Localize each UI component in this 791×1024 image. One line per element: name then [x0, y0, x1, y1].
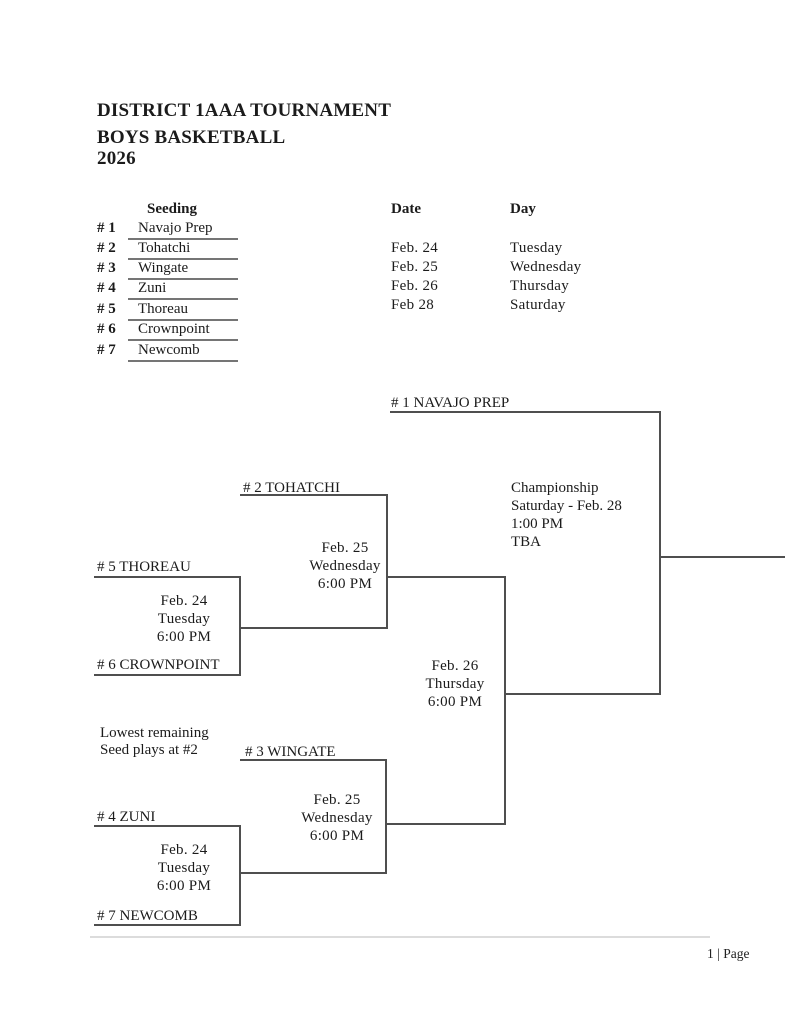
bracket-line-winner-playin-bottom	[240, 872, 387, 874]
bracket-seed2-label: # 2 TOHATCHI	[243, 480, 340, 496]
bracket-line-winner-semifinal	[505, 693, 661, 695]
bracket-connector-qf-top	[386, 494, 388, 629]
bracket-line-crownpoint	[94, 674, 241, 676]
seed-number: # 5	[97, 301, 116, 317]
seed-number: # 4	[97, 280, 116, 296]
seed-number: # 7	[97, 342, 116, 358]
bracket-connector-qf-bottom	[385, 759, 387, 874]
seed-team: Navajo Prep	[138, 220, 213, 236]
seeding-row-underline	[128, 319, 238, 321]
lowest-seed-note: Lowest remaining Seed plays at #2	[100, 725, 209, 759]
bracket-line-winner-playin-top	[240, 627, 388, 629]
championship-venue: TBA	[511, 534, 541, 550]
page-number: 1 | Page	[707, 946, 750, 961]
seed-team: Crownpoint	[138, 321, 210, 337]
bracket-line-newcomb	[94, 924, 241, 926]
seeding-row-underline	[128, 360, 238, 362]
note-line-1: Lowest remaining	[100, 725, 209, 741]
bracket-connector-playin-bottom	[239, 825, 241, 926]
championship-title: Championship	[511, 480, 599, 496]
bracket-line-navajo	[390, 411, 661, 413]
game-info-feb24-top: Feb. 24 Tuesday 6:00 PM	[128, 592, 240, 646]
game-time: 6:00 PM	[156, 629, 212, 645]
seeding-row-underline	[128, 298, 238, 300]
game-info-feb24-bottom: Feb. 24 Tuesday 6:00 PM	[128, 841, 240, 895]
day-column-header: Day	[510, 201, 536, 217]
game-time: 6:00 PM	[317, 576, 373, 592]
bracket-seed4-label: # 4 ZUNI	[97, 809, 156, 825]
game-date: Feb. 24	[160, 593, 208, 609]
seed-team: Zuni	[138, 280, 167, 296]
schedule-date: Feb 28	[391, 297, 435, 313]
schedule-date: Feb. 25	[391, 259, 439, 275]
seeding-row-underline	[128, 278, 238, 280]
schedule-date: Feb. 24	[391, 240, 439, 256]
championship-info: Championship Saturday - Feb. 28 1:00 PM …	[511, 479, 622, 551]
championship-date: Saturday - Feb. 28	[511, 498, 622, 514]
schedule-day: Saturday	[510, 297, 566, 313]
scan-artifact-line	[90, 936, 710, 938]
game-date: Feb. 25	[313, 792, 361, 808]
schedule-day: Wednesday	[510, 259, 582, 275]
bracket-seed6-label: # 6 CROWNPOINT	[97, 657, 220, 673]
seed-team: Newcomb	[138, 342, 200, 358]
seed-number: # 1	[97, 220, 116, 236]
bracket-line-thoreau	[94, 576, 241, 578]
seeding-header: Seeding	[147, 201, 198, 217]
game-day: Tuesday	[157, 860, 211, 876]
bracket-line-winner-qf-bottom	[386, 823, 506, 825]
page-year: 2026	[97, 148, 136, 169]
game-time: 6:00 PM	[309, 828, 365, 844]
bracket-connector-semifinal	[504, 576, 506, 825]
game-time: 6:00 PM	[156, 878, 212, 894]
game-day: Tuesday	[157, 611, 211, 627]
bracket-seed3-label: # 3 WINGATE	[245, 744, 336, 760]
note-line-2: Seed plays at #2	[100, 742, 198, 758]
seed-number: # 2	[97, 240, 116, 256]
seeding-row-underline	[128, 258, 238, 260]
game-day: Wednesday	[301, 810, 373, 826]
game-date: Feb. 24	[160, 842, 208, 858]
seed-number: # 6	[97, 321, 116, 337]
bracket-connector-championship	[659, 411, 661, 695]
bracket-line-winner-qf-top	[387, 576, 506, 578]
seeding-row-underline	[128, 339, 238, 341]
championship-time: 1:00 PM	[511, 516, 564, 532]
game-day: Thursday	[425, 676, 485, 692]
seed-number: # 3	[97, 260, 116, 276]
game-date: Feb. 26	[431, 658, 479, 674]
game-time: 6:00 PM	[427, 694, 483, 710]
game-day: Wednesday	[309, 558, 381, 574]
seed-team: Wingate	[138, 260, 189, 276]
bracket-line-zuni	[94, 825, 241, 827]
bracket-line-champion	[660, 556, 785, 558]
seed-team: Tohatchi	[138, 240, 191, 256]
bracket-seed5-label: # 5 THOREAU	[97, 559, 191, 575]
bracket-seed1-label: # 1 NAVAJO PREP	[391, 395, 510, 411]
game-info-feb25-bottom: Feb. 25 Wednesday 6:00 PM	[281, 791, 393, 845]
bracket-line-wingate	[240, 759, 387, 761]
bracket-connector-playin-top	[239, 576, 241, 676]
page-subtitle: BOYS BASKETBALL	[97, 127, 286, 148]
seeding-row-underline	[128, 238, 238, 240]
bracket-line-tohatchi	[240, 494, 388, 496]
game-info-feb26-semifinal: Feb. 26 Thursday 6:00 PM	[399, 657, 511, 711]
schedule-day: Tuesday	[510, 240, 563, 256]
schedule-day: Thursday	[510, 278, 570, 294]
game-info-feb25-top: Feb. 25 Wednesday 6:00 PM	[289, 539, 401, 593]
seed-team: Thoreau	[138, 301, 188, 317]
date-column-header: Date	[391, 201, 421, 217]
schedule-date: Feb. 26	[391, 278, 439, 294]
page-title: DISTRICT 1AAA TOURNAMENT	[97, 100, 392, 121]
bracket-seed7-label: # 7 NEWCOMB	[97, 908, 198, 924]
game-date: Feb. 25	[321, 540, 369, 556]
